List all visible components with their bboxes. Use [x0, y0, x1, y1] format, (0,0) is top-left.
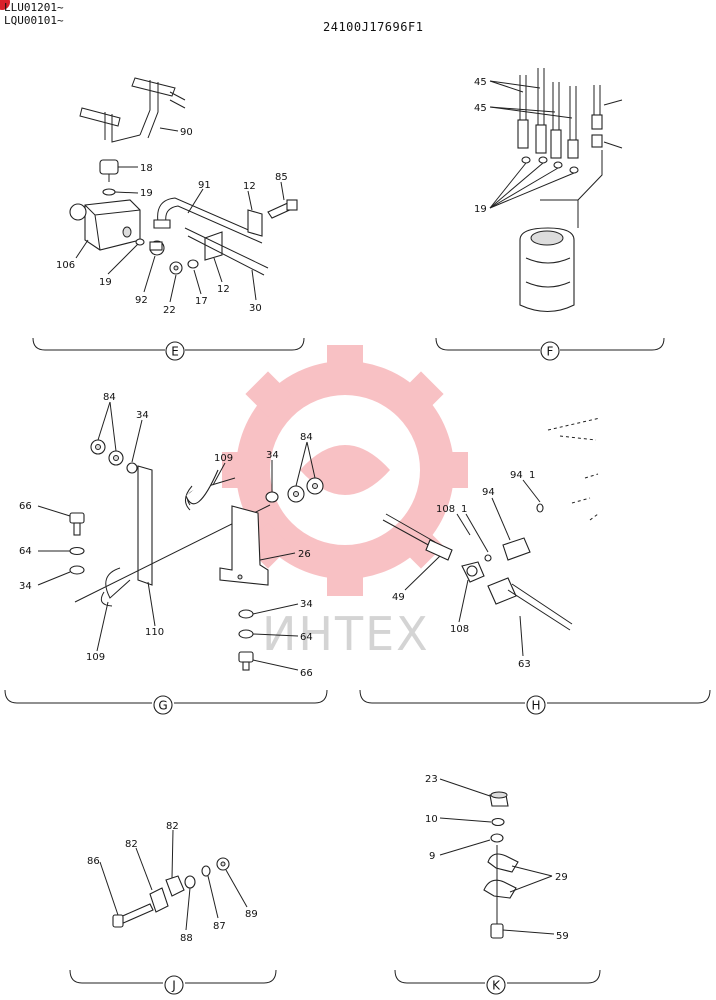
callout-g-110: 110	[145, 627, 164, 638]
callout-e-17: 17	[195, 296, 208, 307]
callout-e-85: 85	[275, 172, 288, 183]
watermark-text: ИНТЕХ	[262, 607, 430, 661]
callout-f-19: 19	[474, 204, 487, 215]
callout-e-30: 30	[249, 303, 262, 314]
section-label-h: H	[531, 699, 540, 713]
section-k: 23 10 9 29 59 K	[394, 774, 601, 995]
callout-g-34-left: 34	[19, 581, 32, 592]
callout-g-109-lower: 109	[86, 652, 105, 663]
callout-j-82-top: 82	[166, 821, 179, 832]
callout-j-89: 89	[245, 909, 258, 920]
callout-g-26: 26	[298, 549, 311, 560]
callout-e-18: 18	[140, 163, 153, 174]
serial-range-1: LLU01201~	[4, 1, 64, 14]
callout-k-9: 9	[429, 851, 435, 862]
section-j: 82 82 86 89 87 88 J	[69, 821, 277, 995]
callout-j-87: 87	[213, 921, 226, 932]
callout-e-92: 92	[135, 295, 148, 306]
callout-e-12-upper: 12	[243, 181, 256, 192]
callout-g-34-right: 34	[266, 450, 279, 461]
serial-range-2: LQU00101~	[4, 14, 64, 27]
document-number: 24100J17696F1	[323, 20, 424, 34]
callout-k-29: 29	[555, 872, 568, 883]
watermark	[222, 345, 468, 596]
callout-j-82-left: 82	[125, 839, 138, 850]
callout-g-64-lower: 64	[300, 632, 313, 643]
callout-k-59: 59	[556, 931, 569, 942]
callout-g-109-upper: 109	[214, 453, 233, 464]
section-label-j: J	[171, 979, 176, 993]
callout-h-108-upper: 108	[436, 504, 455, 515]
callout-j-86: 86	[87, 856, 100, 867]
callout-g-64-left: 64	[19, 546, 32, 557]
callout-g-66-left: 66	[19, 501, 32, 512]
callout-j-88: 88	[180, 933, 193, 944]
callout-k-23: 23	[425, 774, 438, 785]
callout-h-94-left: 94	[482, 487, 495, 498]
callout-h-63: 63	[518, 659, 531, 670]
section-e: 90 18 19 91 12 85 106 19 92 22 17 12 30 …	[32, 77, 305, 361]
callout-e-91: 91	[198, 180, 211, 191]
callout-k-10: 10	[425, 814, 438, 825]
callout-e-12-lower: 12	[217, 284, 230, 295]
callout-f-45-lower: 45	[474, 103, 487, 114]
callout-e-19-lower: 19	[99, 277, 112, 288]
callout-e-19-upper: 19	[140, 188, 153, 199]
callout-g-84-right: 84	[300, 432, 313, 443]
section-h: 108 1 94 94 1 49 108 63 H	[359, 417, 711, 715]
section-f: 45 45 19 F	[435, 68, 665, 361]
section-g: 84 34 109 34 84 66 64 34 26 110 109 34 6…	[4, 392, 328, 715]
callout-g-84-left: 84	[103, 392, 116, 403]
section-label-g: G	[158, 699, 167, 713]
corner-mark-icon	[0, 0, 10, 10]
callout-f-45-upper: 45	[474, 77, 487, 88]
callout-e-106: 106	[56, 260, 75, 271]
callout-g-34-top: 34	[136, 410, 149, 421]
callout-e-22: 22	[163, 305, 176, 316]
section-label-e: E	[171, 345, 179, 359]
callout-e-90: 90	[180, 127, 193, 138]
callout-h-108-lower: 108	[450, 624, 469, 635]
callout-h-1-left: 1	[461, 504, 467, 515]
callout-g-66-lower: 66	[300, 668, 313, 679]
callout-h-1-right: 1	[529, 470, 535, 481]
section-label-k: K	[492, 979, 501, 993]
callout-h-49: 49	[392, 592, 405, 603]
gear-logo-icon	[236, 361, 454, 579]
callout-h-94-right: 94	[510, 470, 523, 481]
callout-g-34-lower: 34	[300, 599, 313, 610]
section-label-f: F	[547, 345, 554, 359]
